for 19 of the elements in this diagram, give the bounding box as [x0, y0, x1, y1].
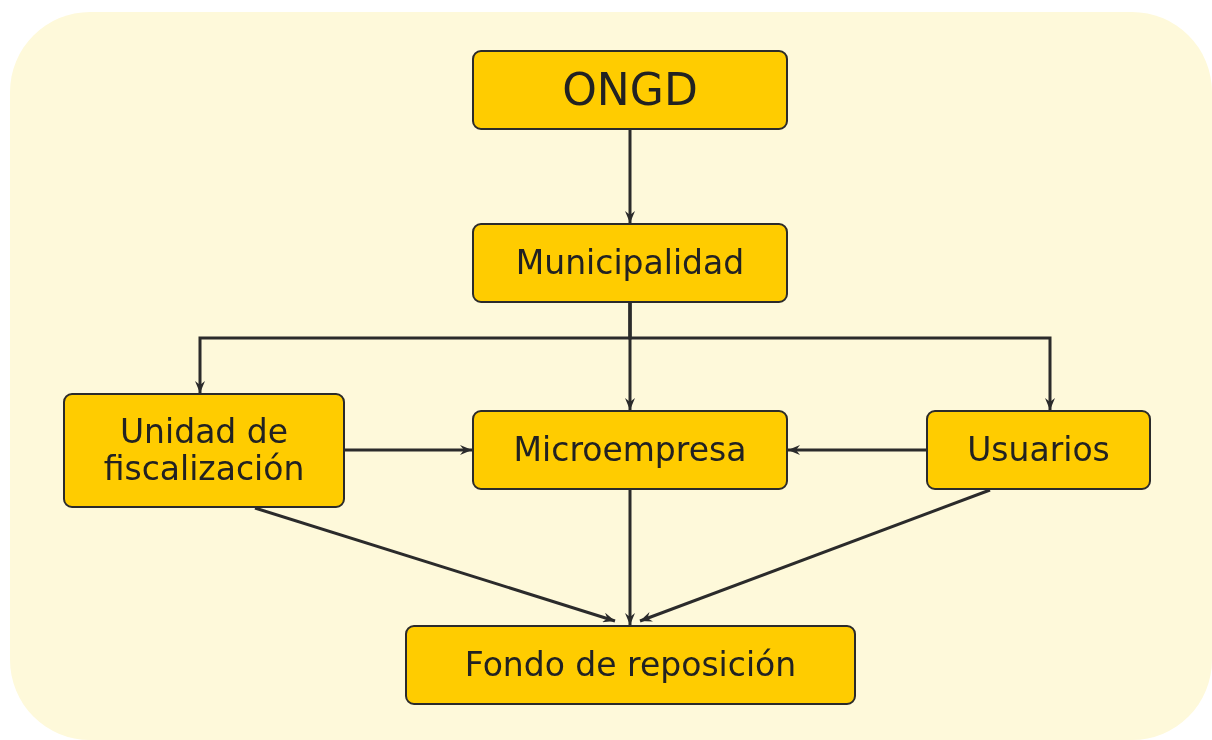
process-box	[472, 50, 788, 130]
box-label: Fondo de reposición	[463, 646, 798, 684]
process-box	[405, 625, 856, 705]
arrow	[628, 303, 1055, 410]
arrow	[788, 445, 926, 455]
arrow	[345, 445, 472, 455]
process-box	[472, 410, 788, 490]
process-box	[63, 393, 345, 508]
process-box	[472, 223, 788, 303]
arrow	[254, 506, 616, 623]
process-box	[926, 410, 1151, 490]
box-label: Usuarios	[966, 431, 1111, 469]
arrow	[625, 130, 635, 223]
box-label: Unidad de fiscalización	[102, 414, 306, 487]
box-label: ONGD	[561, 65, 699, 115]
arrow	[625, 490, 635, 625]
box-label: Municipalidad	[514, 244, 746, 282]
arrow	[639, 488, 991, 623]
box-label: Microempresa	[512, 431, 748, 469]
